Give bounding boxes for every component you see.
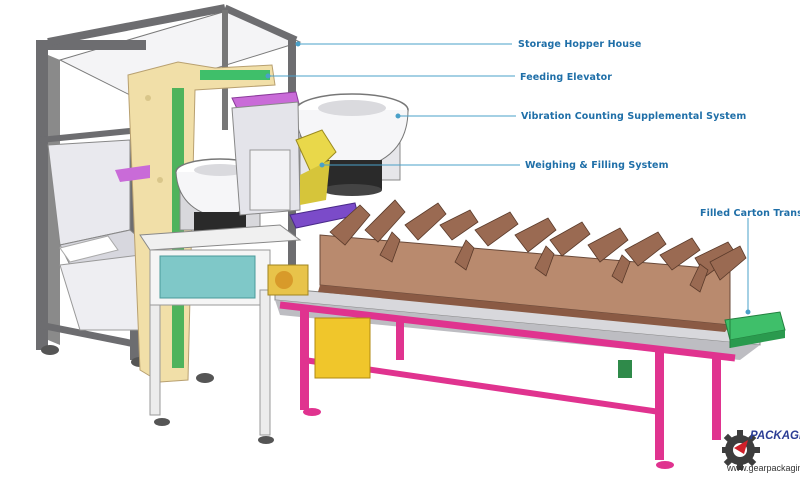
brand-url: www.gearpackaging.com bbox=[727, 463, 800, 473]
weighing-filling-system bbox=[231, 101, 359, 229]
leader-lines bbox=[265, 41, 751, 315]
brand-logo-text: PACKAGING bbox=[750, 430, 800, 442]
label-storage-hopper-house: Storage Hopper House bbox=[518, 39, 642, 50]
gear-logo-icon bbox=[722, 430, 760, 470]
exit-conveyor bbox=[724, 311, 786, 348]
label-weighing-filling: Weighing & Filling System bbox=[525, 160, 669, 171]
conveyor-frame bbox=[267, 264, 761, 469]
control-table bbox=[139, 224, 302, 444]
carton-flaps bbox=[329, 199, 747, 293]
label-feeding-elevator: Feeding Elevator bbox=[520, 72, 613, 83]
label-filled-carton-transfer: Filled Carton Transfer bbox=[700, 208, 800, 219]
cropped-header-text: ···· ··· · bbox=[300, 0, 337, 5]
label-vibration-counting: Vibration Counting Supplemental System bbox=[521, 111, 747, 122]
